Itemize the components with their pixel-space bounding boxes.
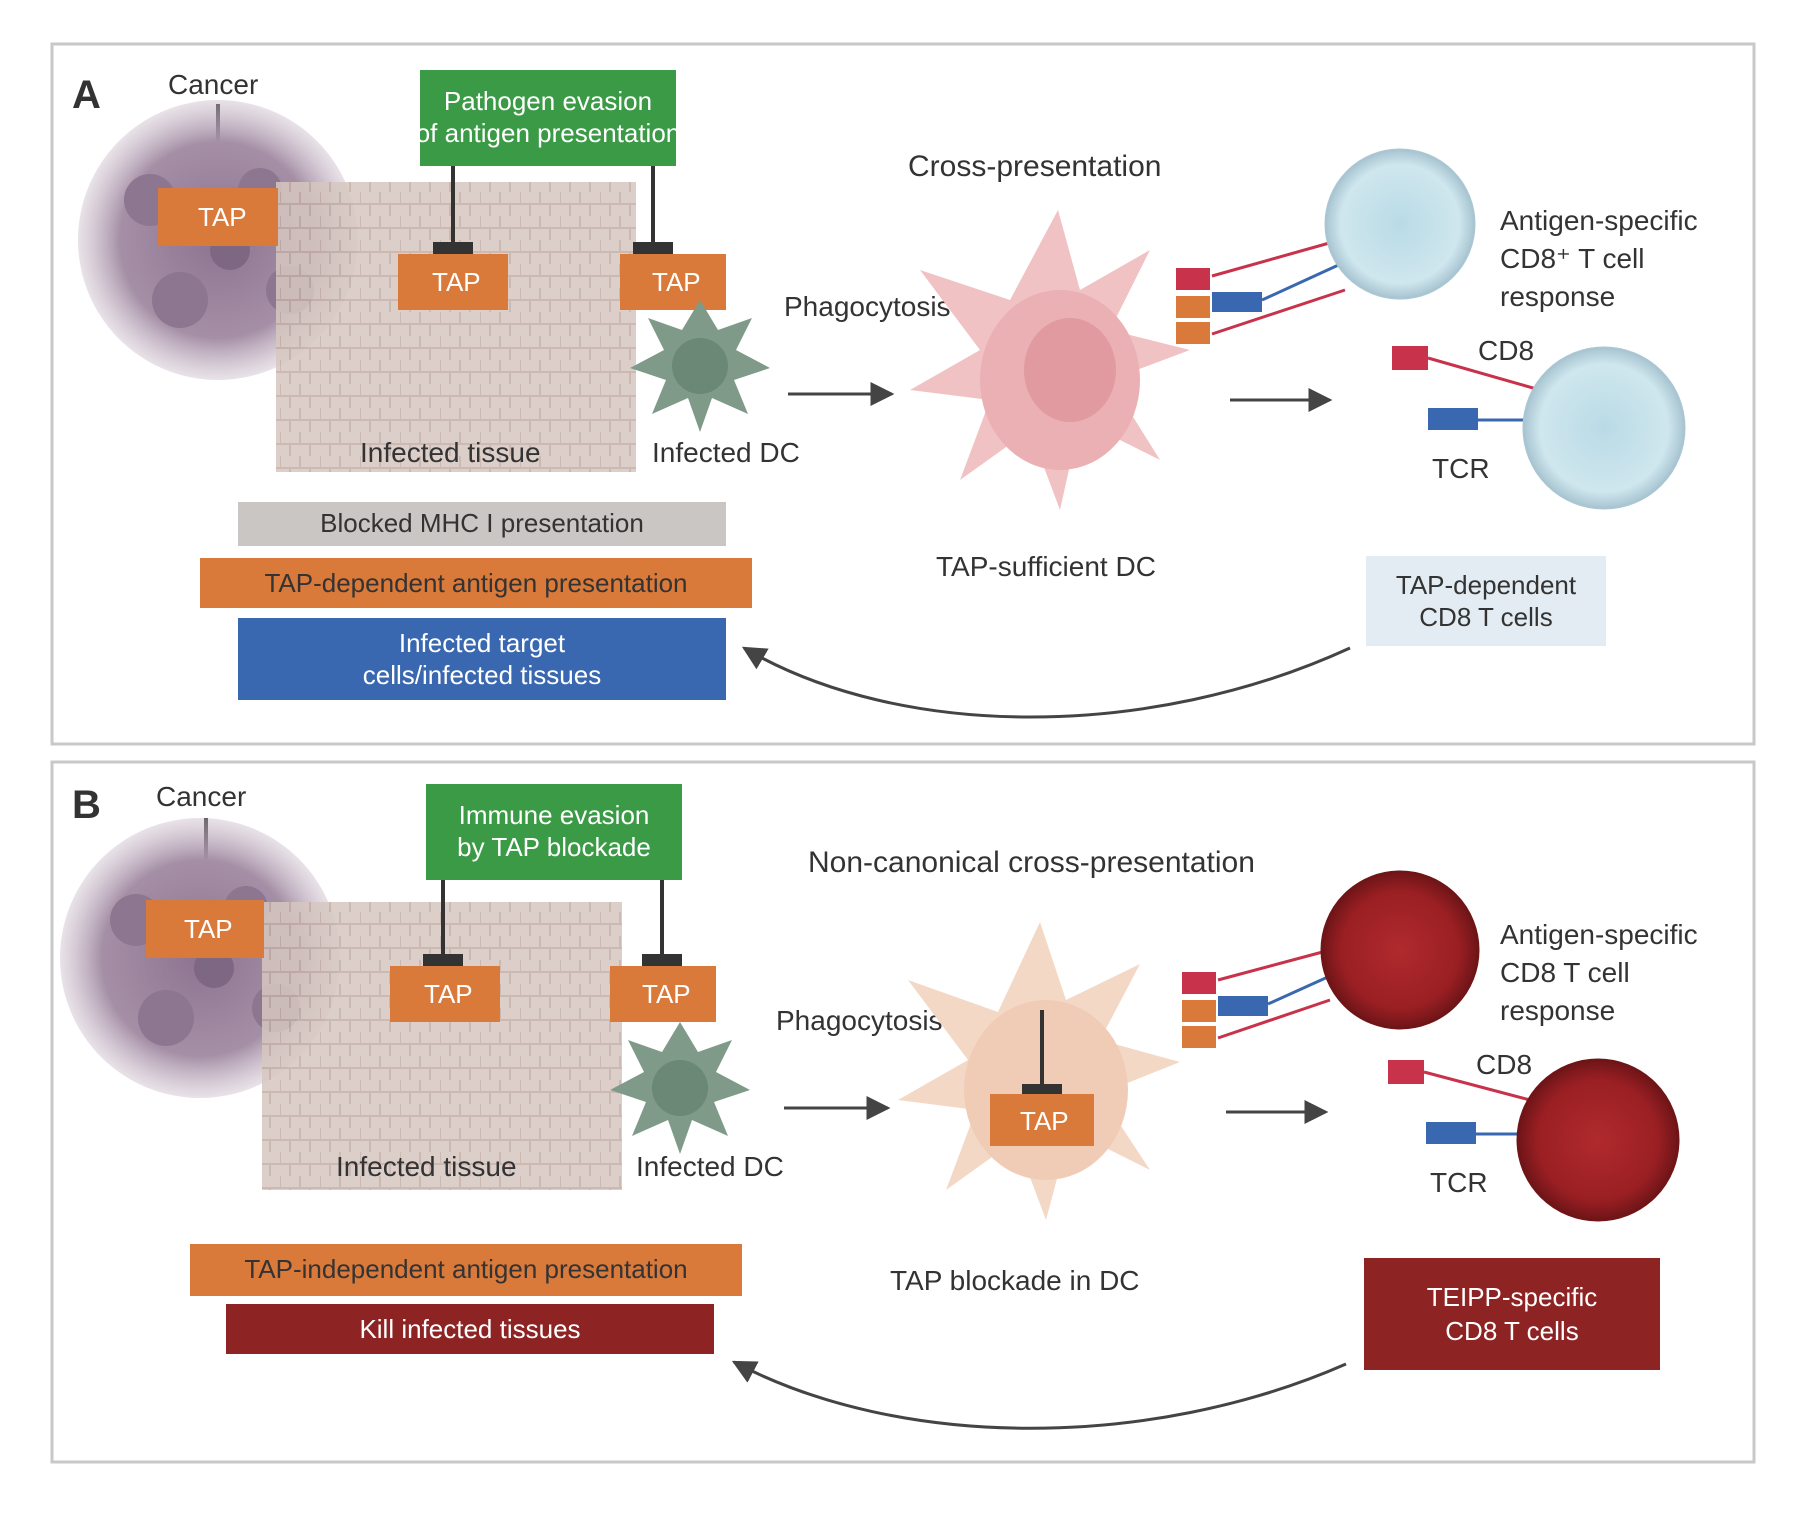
panel-b-drug-label: Cancer: [156, 781, 246, 812]
panel-a-tcell-lower: [1522, 346, 1686, 510]
panel-a-summary-blue-line-1: Infected target: [399, 628, 566, 658]
panel-a-infected-dc: [630, 300, 770, 432]
panel-b-cd8-label: CD8: [1476, 1049, 1532, 1080]
panel-a-infected-tissue: [276, 182, 636, 472]
panel-b-dc-tap-box: [990, 1094, 1094, 1146]
panel-b-cd8-tcr-receptors: [1388, 1060, 1531, 1144]
panel-a-infected-dc-label: Infected DC: [652, 437, 800, 468]
panel-a-tcell-box-line-1: TAP-dependent: [1396, 570, 1577, 600]
panel-a-drug-label: Cancer: [168, 69, 258, 100]
panel-b-phagocytosis-label: Phagocytosis: [776, 1005, 943, 1036]
panel-b-tcell-box: [1364, 1258, 1660, 1370]
panel-a-letter: A: [72, 73, 101, 117]
panel-b-process-title: Non-canonical cross-presentation: [808, 846, 1255, 879]
panel-b-summary-red-text: Kill infected tissues: [359, 1314, 580, 1344]
panel-b-tcell-box-line-1: TEIPP-specific: [1427, 1282, 1598, 1312]
panel-b-dc-label: TAP blockade in DC: [890, 1265, 1140, 1296]
panel-b-infected-dc: [610, 1022, 750, 1154]
panel-b-letter: B: [72, 783, 101, 827]
panel-a-mhc-tcr-complex: [1176, 238, 1346, 344]
panel-b-tap-label-2: TAP: [424, 979, 473, 1009]
panel-b: B Cancer Infected tissue TAP TAP TAP Imm…: [50, 760, 1756, 1464]
panel-b-tcell-line-3: response: [1500, 995, 1615, 1026]
panel-a-summary-grey-text: Blocked MHC I presentation: [320, 508, 644, 538]
panel-a-summary-blue: [238, 618, 726, 700]
panel-b-tcell-lower: [1516, 1058, 1680, 1222]
panel-a: A Cancer Infected tissue TAP TAP TAP Pat…: [50, 42, 1756, 746]
panel-b-feedback-arrow: [731, 1360, 1347, 1430]
panel-b-tcell-line-1: Antigen-specific: [1500, 919, 1698, 950]
panel-b-summary-orange: [190, 1244, 742, 1296]
panel-a-green-line-1: Pathogen evasion: [444, 86, 652, 116]
panel-b-tcr-label: TCR: [1430, 1167, 1488, 1198]
panel-b-summary-red: [226, 1304, 714, 1354]
panel-b-tap-box-3: [610, 966, 716, 1022]
panel-b-infected-tissue-label: Infected tissue: [336, 1151, 517, 1182]
panel-a-process-title: Cross-presentation: [908, 150, 1161, 183]
panel-a-tcell-line-1: Antigen-specific: [1500, 205, 1698, 236]
panel-b-green-line-1: Immune evasion: [459, 800, 650, 830]
panel-b-tcell-box-line-2: CD8 T cells: [1445, 1316, 1578, 1346]
panel-a-tap-box-1: [158, 188, 278, 246]
panel-a-tcell-upper: [1324, 148, 1476, 300]
panel-a-summary-blue-line-2: cells/infected tissues: [363, 660, 601, 690]
panel-a-green-line-2: of antigen presentation: [416, 118, 681, 148]
panel-a-summary-grey: [238, 502, 726, 546]
panel-a-infected-tissue-label: Infected tissue: [360, 437, 541, 468]
panel-a-tap-label-3: TAP: [652, 267, 701, 297]
panel-a-cd8-label: CD8: [1478, 335, 1534, 366]
panel-b-tap-label-1: TAP: [184, 914, 233, 944]
panel-b-tap-label-3: TAP: [642, 979, 691, 1009]
panel-b-summary-orange-text: TAP-independent antigen presentation: [244, 1254, 687, 1284]
panel-b-green-box: [426, 784, 682, 880]
panel-a-feedback-arrow: [741, 646, 1351, 719]
panel-b-tcell-upper: [1320, 870, 1480, 1030]
panel-a-phagocytosis-label: Phagocytosis: [784, 291, 951, 322]
panel-a-green-box: [420, 70, 676, 166]
panel-b-tap-box-2: [390, 966, 500, 1022]
panel-b-dc-tap-label: TAP: [1020, 1106, 1069, 1136]
panel-a-tcell-box-line-2: CD8 T cells: [1419, 602, 1552, 632]
panel-a-tap-box-3: [620, 254, 726, 310]
panel-b-tap-box-1: [146, 900, 264, 958]
panel-b-green-line-2: by TAP blockade: [457, 832, 651, 862]
panel-b-mhc-tcr-complex: [1182, 948, 1331, 1048]
panel-a-tcell-line-3: response: [1500, 281, 1615, 312]
panel-a-dendritic-cell: [910, 210, 1190, 510]
panel-a-tcell-line-2: CD8⁺ T cell: [1500, 243, 1644, 274]
panel-a-tcell-box: [1366, 556, 1606, 646]
panel-b-tcell-line-2: CD8 T cell: [1500, 957, 1630, 988]
panel-a-dc-label: TAP-sufficient DC: [936, 551, 1156, 582]
panel-a-summary-orange-text: TAP-dependent antigen presentation: [264, 568, 687, 598]
panel-a-tcr-label: TCR: [1432, 453, 1490, 484]
panel-a-summary-orange: [200, 558, 752, 608]
panel-a-tap-label-1: TAP: [198, 202, 247, 232]
panel-a-tap-label-2: TAP: [432, 267, 481, 297]
panel-a-tap-box-2: [398, 254, 508, 310]
panel-b-infected-dc-label: Infected DC: [636, 1151, 784, 1182]
